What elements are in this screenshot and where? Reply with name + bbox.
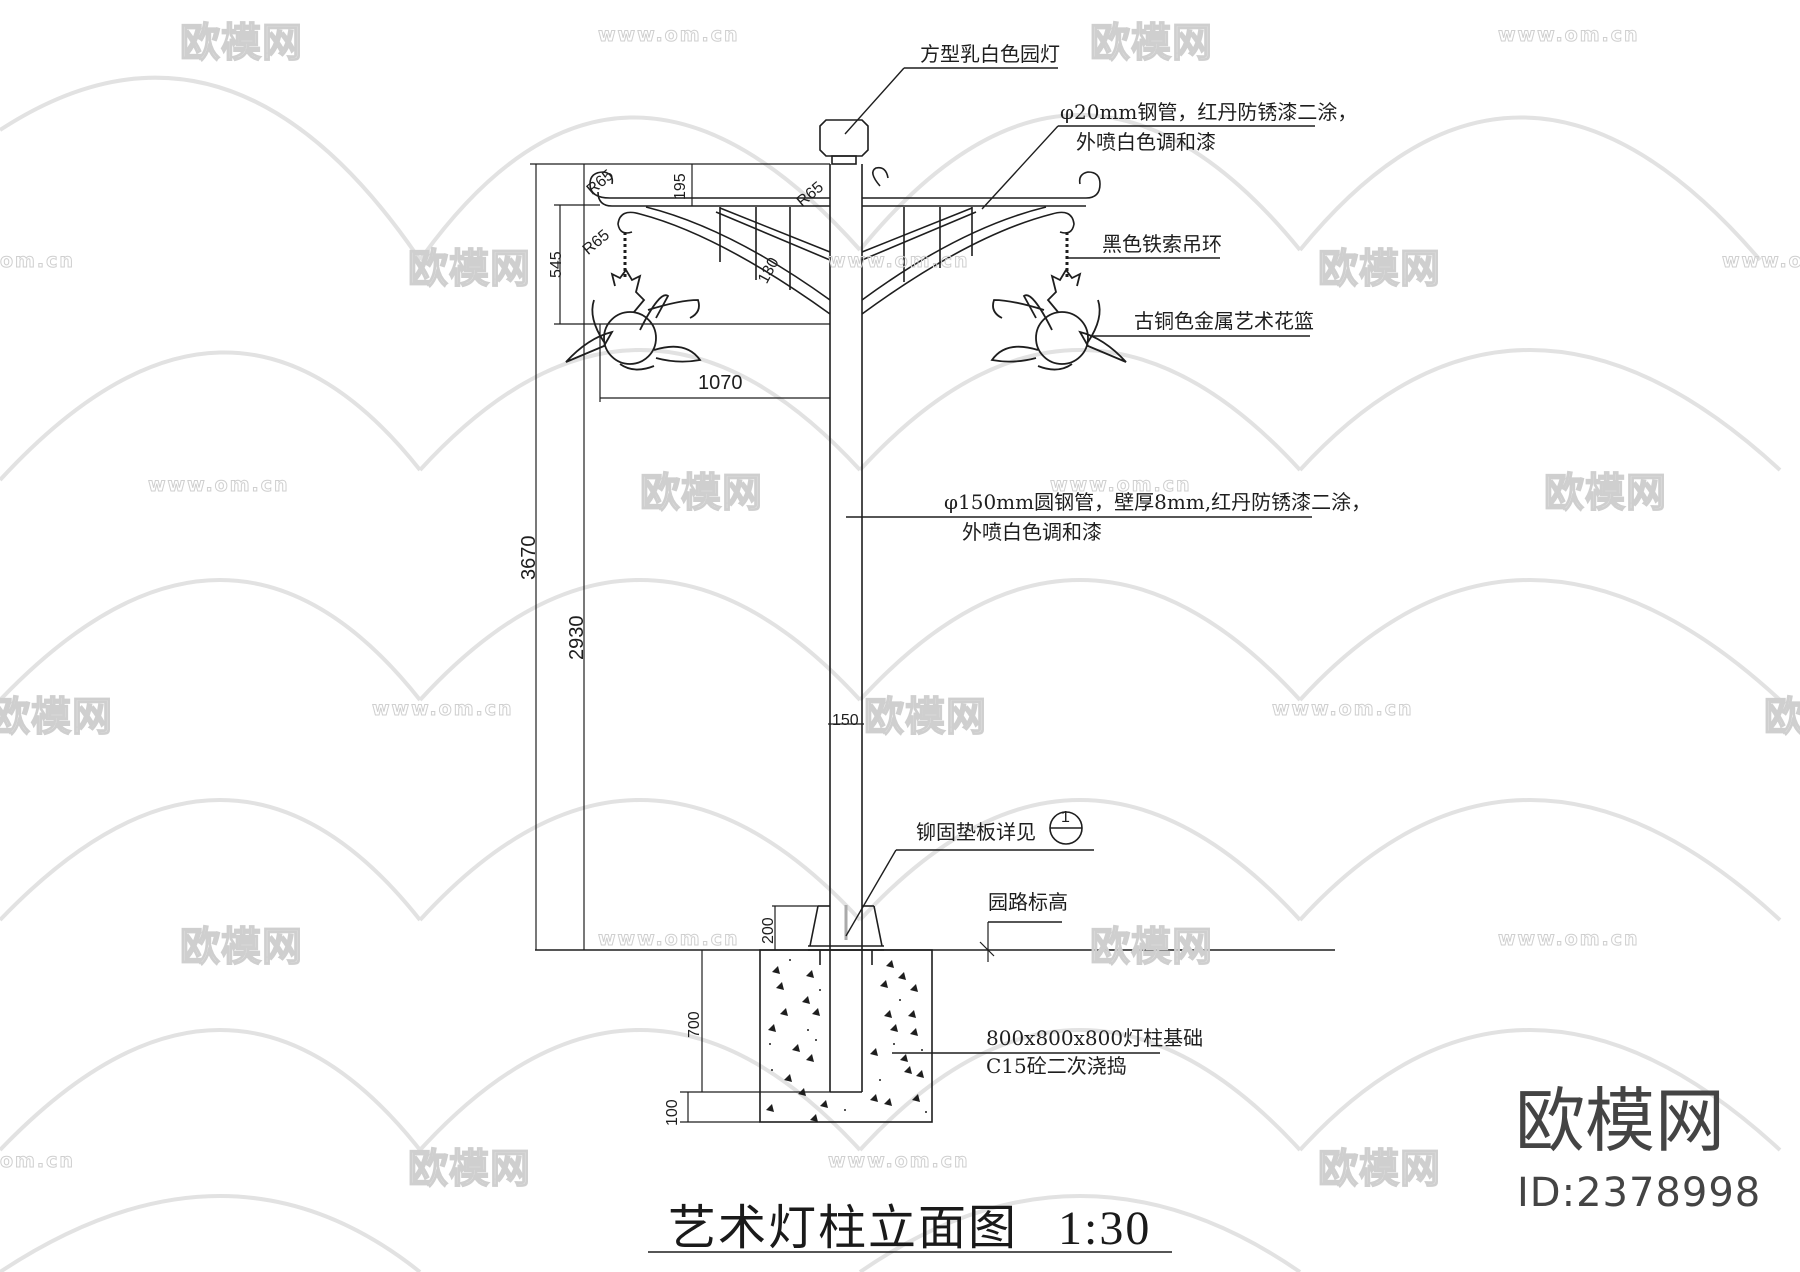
dim-pole-diameter: 150 xyxy=(832,712,859,729)
dim-arm-drop: 545 xyxy=(548,251,565,278)
brand-logo-text: 欧模网 xyxy=(1515,1080,1725,1162)
label-foundation-1: 800x800x800灯柱基础 xyxy=(986,1026,1204,1050)
left-arm xyxy=(589,171,831,315)
drawing-title: 艺术灯柱立面图 1:30 xyxy=(668,1188,1151,1258)
label-arm-tube-1: φ20mm钢管，红丹防锈漆二涂， xyxy=(1060,100,1358,124)
label-arm-tube-2: 外喷白色调和漆 xyxy=(1076,130,1216,154)
detail-ref-symbol xyxy=(1049,811,1083,845)
dim-footing-bottom: 100 xyxy=(664,1099,681,1126)
flower-basket-right xyxy=(990,268,1127,371)
drawing-title-text: 艺术灯柱立面图 xyxy=(668,1200,1019,1256)
foundation xyxy=(759,949,933,1123)
label-lamp-head: 方型乳白色园灯 xyxy=(920,42,1060,66)
dim-arm-length: 1070 xyxy=(698,372,743,394)
right-arm xyxy=(861,166,1101,315)
model-id: ID:2378998 xyxy=(1517,1170,1762,1216)
label-basket: 古铜色金属艺术花篮 xyxy=(1134,309,1314,333)
chains xyxy=(623,232,1069,280)
flower-basket-left xyxy=(565,268,702,371)
concrete-hatch xyxy=(766,959,927,1122)
drawing-scale: 1:30 xyxy=(1058,1202,1152,1255)
dim-basket-height: 2930 xyxy=(566,615,588,661)
label-pole-1: φ150mm圆钢管，壁厚8mm,红丹防锈漆二涂， xyxy=(944,490,1372,514)
leader-lines xyxy=(648,67,1315,1253)
dimension-lines xyxy=(530,163,995,1123)
label-pole-2: 外喷白色调和漆 xyxy=(962,520,1102,544)
label-foundation-2: C15砼二次浇捣 xyxy=(986,1054,1127,1078)
lamp-post-drawing xyxy=(530,67,1335,1253)
detail-ref-number: 1 xyxy=(1061,809,1070,826)
label-chain: 黑色铁索吊环 xyxy=(1102,232,1222,256)
label-anchor-plate: 铆固垫板详见 xyxy=(916,820,1036,844)
dim-footing-depth: 700 xyxy=(686,1011,703,1038)
pole xyxy=(829,164,863,1093)
label-grade: 园路标高 xyxy=(988,890,1068,914)
watermark-arcs xyxy=(0,75,1782,1272)
dim-total-height: 3670 xyxy=(518,535,540,581)
lamp-head xyxy=(819,119,869,165)
dim-arm-top: 195 xyxy=(672,173,689,200)
dim-base-height: 200 xyxy=(760,917,777,944)
